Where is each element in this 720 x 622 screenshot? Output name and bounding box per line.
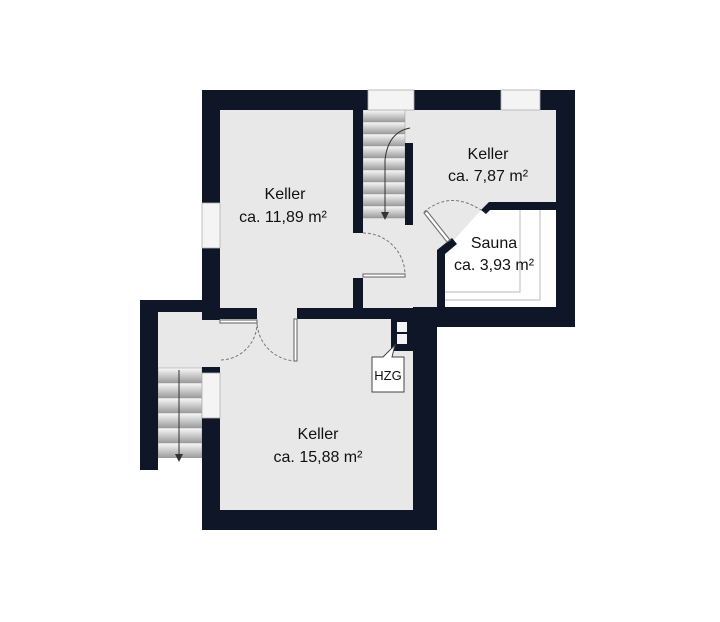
room-name: Keller [468, 146, 510, 163]
room-area: ca. 7,87 m² [448, 168, 529, 185]
windows [201, 89, 541, 419]
stair-direction-arrow [384, 127, 411, 218]
walls [140, 90, 575, 530]
lower-staircase [157, 367, 203, 470]
heating-unit: HZG [371, 343, 405, 393]
room-area: ca. 11,89 m² [239, 209, 327, 226]
doors [219, 200, 482, 362]
sauna-floor [445, 210, 556, 307]
heating-label: HZG [374, 368, 401, 383]
room-name: Keller [298, 426, 340, 443]
upper-staircase [362, 109, 411, 220]
room-area: ca. 3,93 m² [454, 257, 535, 274]
room-name: Sauna [471, 235, 517, 252]
room-area: ca. 15,88 m² [274, 449, 364, 466]
room-name: Keller [265, 186, 307, 203]
